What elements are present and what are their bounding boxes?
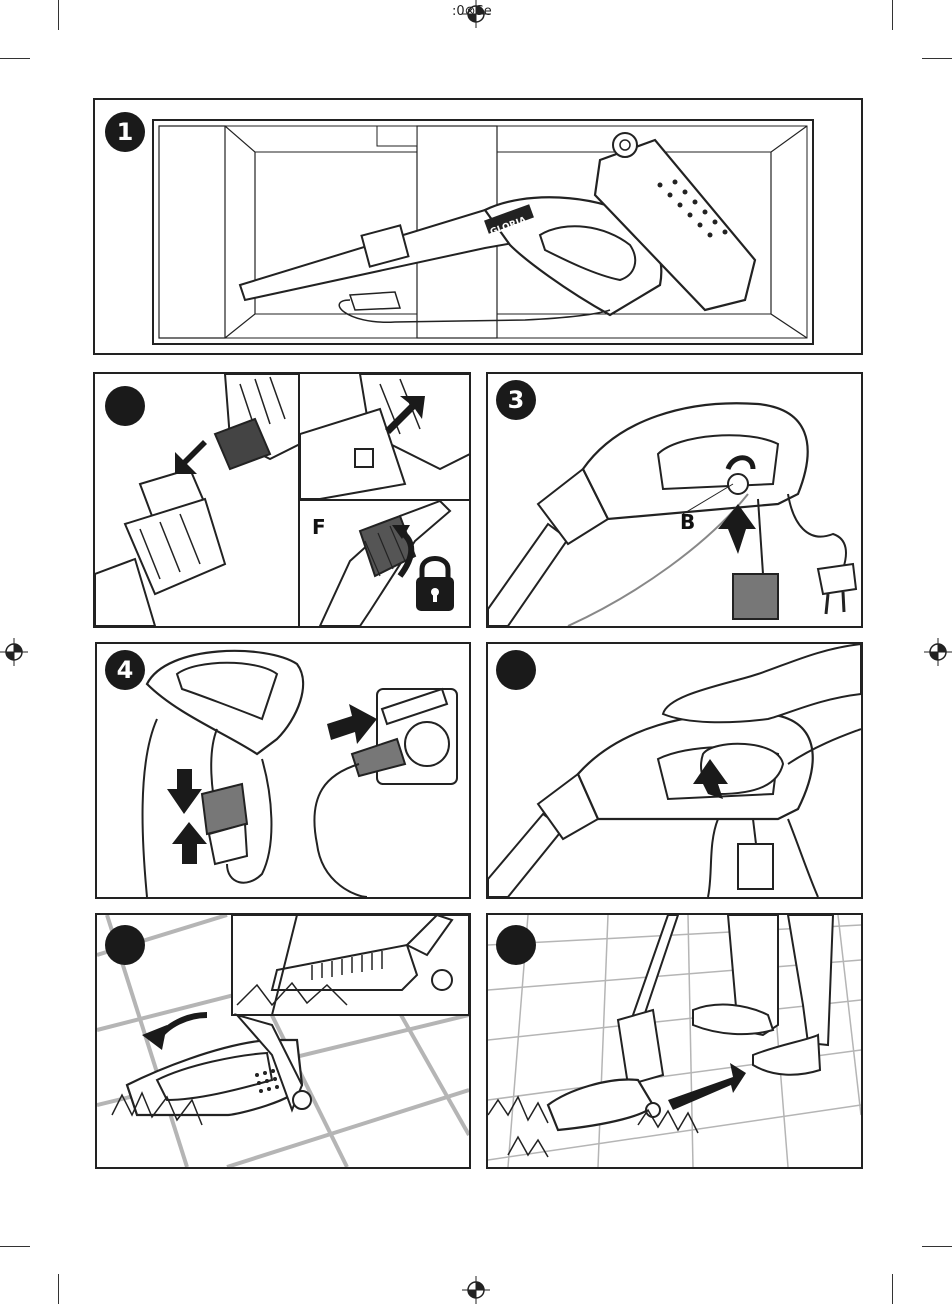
step-number-badge [496, 925, 536, 965]
registration-mark-icon [924, 638, 952, 666]
panel-1-box-contents: GLORIA 1 [93, 98, 863, 355]
switch-on-illustration [488, 644, 861, 897]
arrow-icon [175, 440, 207, 474]
operation-illustration [488, 915, 861, 1167]
step-number-badge: 1 [105, 112, 145, 152]
panel-6-tilt-head [95, 913, 471, 1169]
panel-7-operation [486, 913, 863, 1169]
panel-5-switch-on [486, 642, 863, 899]
panel-3-cable-hook: 3 B [486, 372, 863, 628]
cable-hook-illustration [488, 374, 861, 626]
panel-4-power-connection: 4 [95, 642, 471, 899]
label-f: F [312, 515, 326, 539]
clip-detail-illustration [300, 374, 469, 499]
step-number-badge: 3 [496, 380, 536, 420]
lock-icon [416, 559, 454, 612]
step-number-badge [105, 386, 145, 426]
registration-mark-icon [0, 638, 28, 666]
arrow-icon [172, 822, 207, 864]
tilt-head-illustration [97, 915, 469, 1167]
panel-2-assembly [93, 372, 300, 628]
step-number-badge [105, 925, 145, 965]
step-number-badge: 4 [105, 650, 145, 690]
arrow-icon [167, 769, 202, 814]
panel-2-clip-detail [298, 372, 471, 501]
registration-mark-icon [462, 0, 490, 28]
step-number-badge [496, 650, 536, 690]
arrow-icon [718, 504, 756, 554]
panel-2-lock-detail: F [298, 499, 471, 628]
label-b: B [680, 510, 695, 534]
box-illustration: GLORIA [95, 100, 861, 353]
registration-mark-icon [462, 1276, 490, 1304]
arrow-icon [327, 704, 377, 744]
power-connection-illustration [97, 644, 469, 897]
plug-icon [818, 564, 856, 594]
